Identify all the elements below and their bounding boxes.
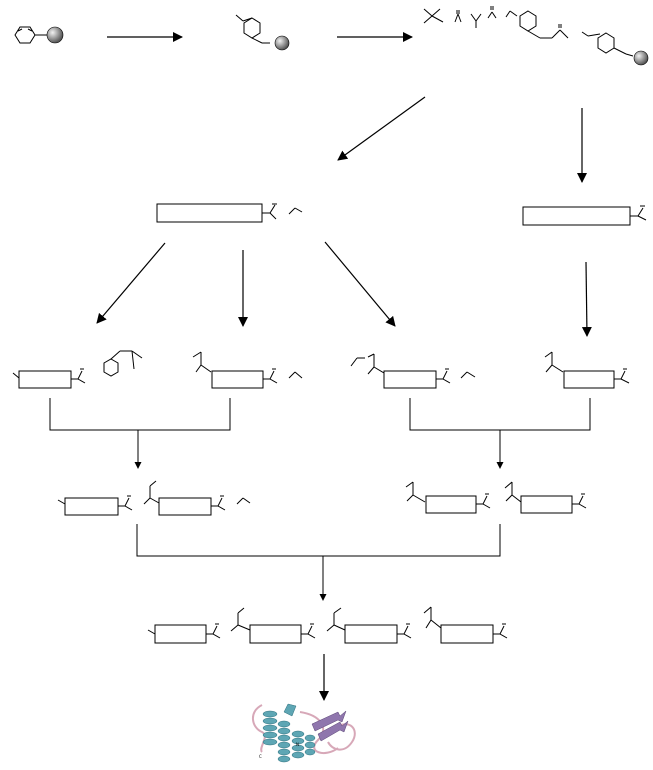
phenyl-ring: [14, 26, 36, 44]
alpha-helix: [277, 720, 291, 763]
ligation-connector-final: [136, 524, 501, 601]
c-terminus-label: C: [259, 754, 262, 759]
phenyl-ring: [103, 358, 119, 377]
arrow: [96, 242, 166, 324]
alpha-helix: [304, 734, 316, 756]
full-length-polypeptide: [147, 606, 508, 644]
benzyl-resin: [235, 14, 290, 51]
phenyl-ring: [243, 17, 261, 39]
ligation-intermediate-right: [405, 481, 587, 514]
peptide-segment-thioester: [156, 203, 303, 223]
resin-bead: [14, 26, 64, 44]
boc-protected-amino-acid-resin: [423, 6, 649, 66]
segment-1: [12, 350, 143, 389]
alpha-helix: [291, 730, 305, 759]
ligation-connector-left: [49, 398, 231, 469]
segment-2: [192, 351, 303, 389]
n-terminus-label: N: [296, 742, 299, 747]
alpha-helix: [262, 710, 278, 746]
ligation-intermediate-left: [57, 480, 251, 516]
peptide-segment-c-terminal: [522, 205, 647, 226]
bead: [274, 35, 290, 51]
beta-strand: [317, 720, 349, 742]
bead: [633, 50, 649, 66]
segment-4: [544, 351, 630, 389]
bead: [46, 26, 64, 44]
ligation-connector-right: [409, 398, 591, 469]
arrow: [337, 96, 426, 161]
arrow: [324, 241, 396, 327]
phenyl-ring: [597, 32, 615, 54]
arrow: [581, 261, 592, 337]
folded-protein: C N: [252, 703, 356, 763]
phenyl-ring: [519, 10, 537, 32]
beta-strand: [311, 710, 347, 732]
segment-3: [350, 353, 476, 389]
